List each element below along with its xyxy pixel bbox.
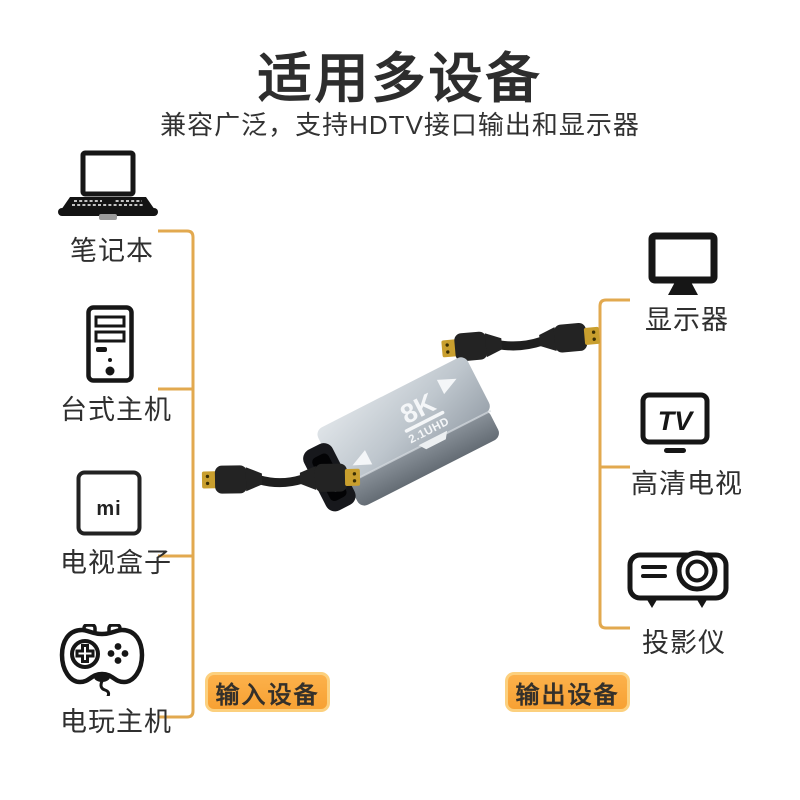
device-label-desktop: 台式主机	[60, 395, 172, 425]
page-title: 适用多设备	[257, 49, 543, 109]
device-label-laptop: 笔记本	[70, 236, 154, 266]
adapter-arrow-right-icon	[436, 378, 457, 395]
right-hdmi-cable	[441, 322, 600, 362]
hdtv-icon: TV	[640, 392, 710, 453]
input-devices-badge: 输入设备	[205, 672, 330, 712]
left-hdmi-cable	[201, 463, 361, 494]
monitor-icon	[648, 232, 718, 295]
device-label-console: 电玩主机	[60, 707, 172, 737]
device-label-hdtv: 高清电视	[631, 469, 743, 499]
device-label-tvbox: 电视盒子	[60, 548, 172, 578]
device-label-monitor: 显示器	[645, 305, 729, 335]
output-devices-badge: 输出设备	[505, 672, 630, 712]
tv-box-icon: mi	[76, 470, 142, 536]
hdmi-adapter-product-photo: 8K 2.1UHD	[201, 322, 600, 512]
tv-logo: TV	[658, 406, 694, 436]
laptop-icon	[58, 150, 158, 220]
device-label-projector: 投影仪	[642, 628, 726, 658]
mi-logo: mi	[96, 498, 121, 520]
gamepad-icon	[59, 624, 145, 696]
hdmi-logo	[418, 430, 448, 450]
page-subtitle: 兼容广泛，支持HDTV接口输出和显示器	[160, 110, 640, 140]
adapter-body: 8K 2.1UHD	[303, 357, 499, 512]
desktop-tower-icon	[86, 305, 134, 383]
projector-icon	[627, 550, 729, 608]
adapter-arrow-left-icon	[352, 450, 373, 466]
